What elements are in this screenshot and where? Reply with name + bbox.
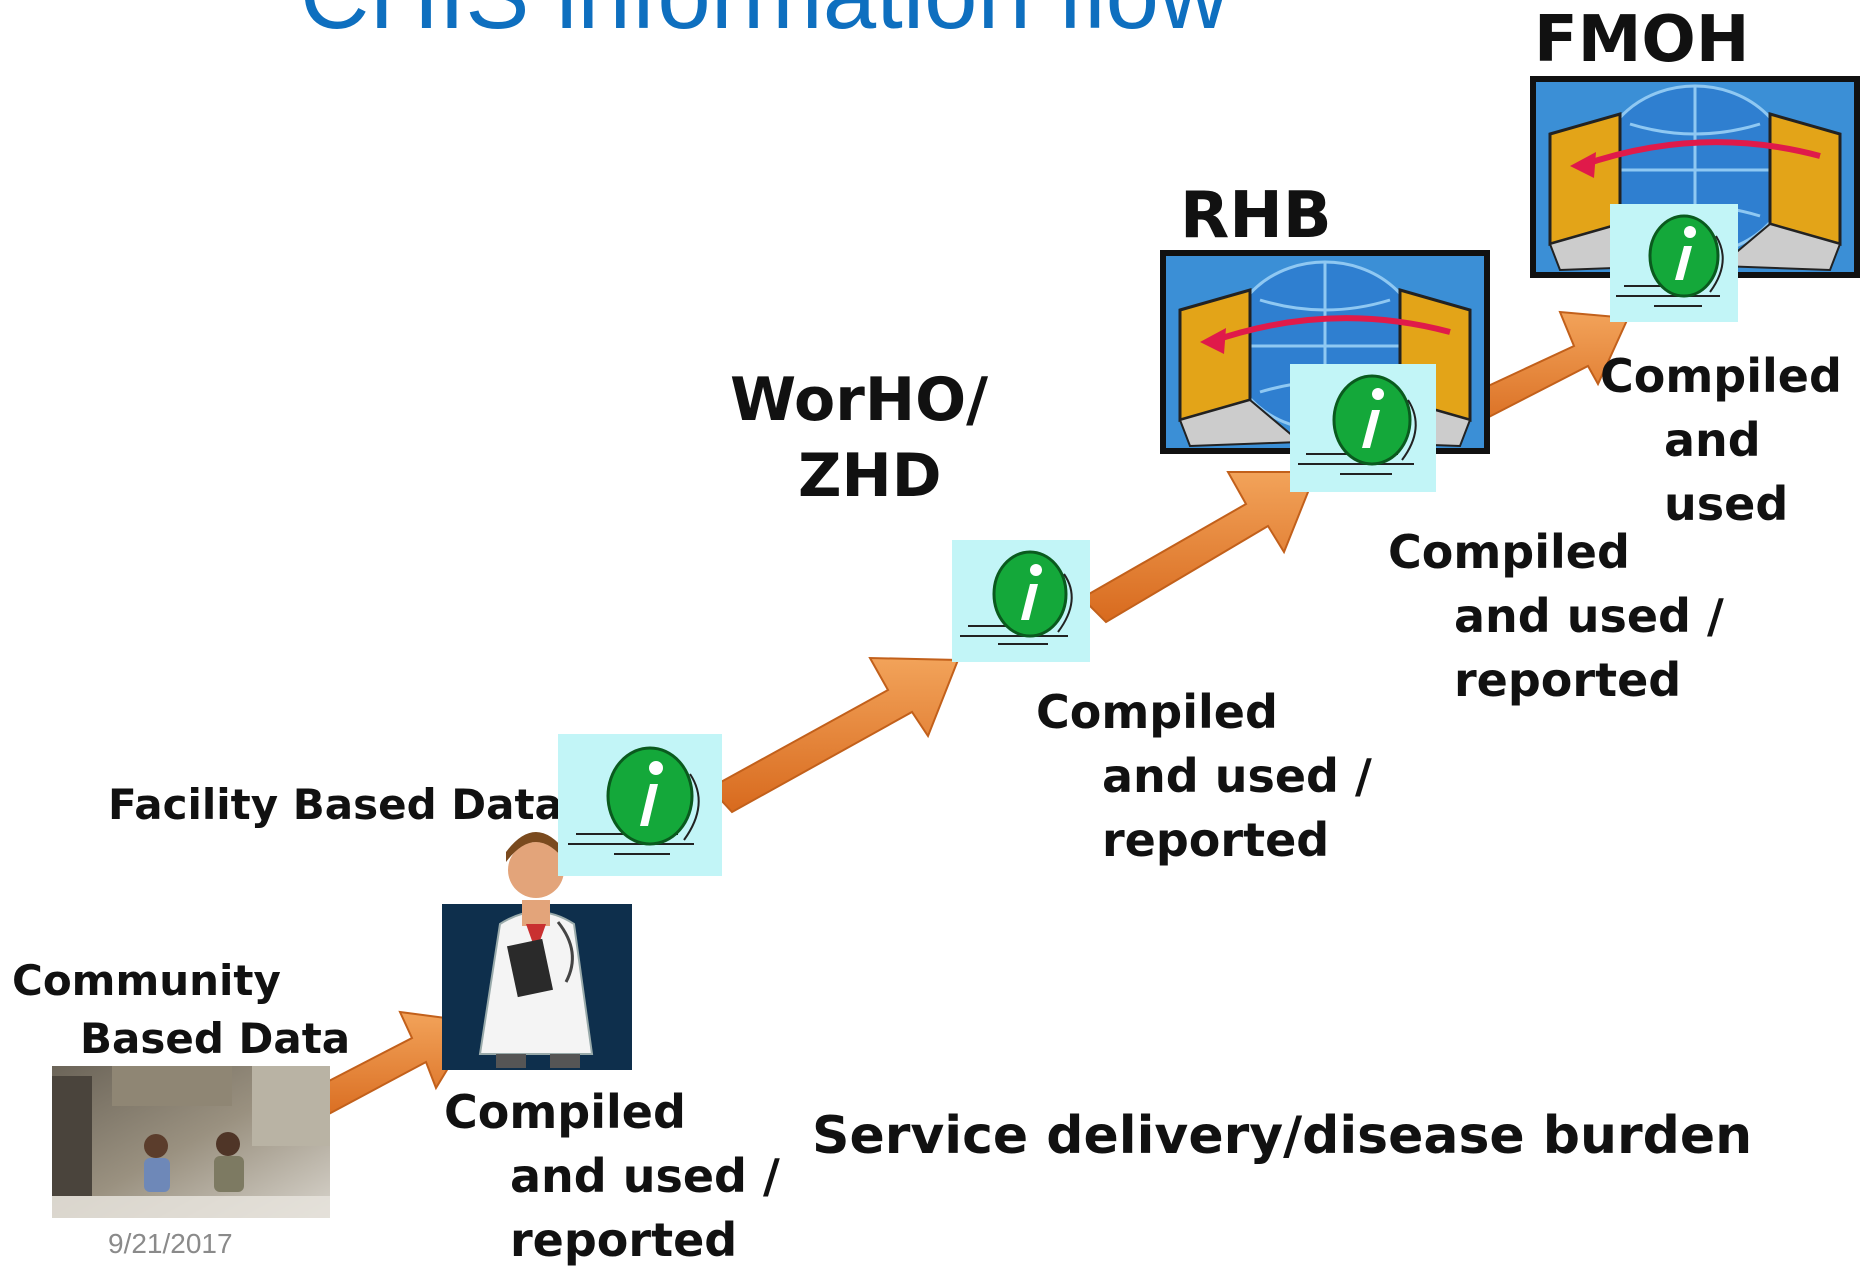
arrow-icon-3 — [1080, 471, 1318, 624]
doctor-icon — [442, 812, 632, 1070]
level-worho: WorHO/ ZHD — [730, 365, 988, 511]
community-label: Community Based Data — [12, 956, 351, 1063]
compiled-label-worho: Compiled and used / reported — [1036, 685, 1372, 867]
info-icon — [952, 540, 1090, 662]
slide-title: CHIS information flow — [300, 0, 1228, 44]
service-delivery-label: Service delivery/disease burden — [812, 1106, 1753, 1166]
level-fmoh: FMOH — [1534, 3, 1750, 77]
facility-label: Facility Based Data — [108, 780, 563, 829]
info-icon — [558, 734, 722, 876]
level-rhb: RHB — [1180, 179, 1332, 253]
info-icon — [1290, 364, 1436, 492]
slide-date: 9/21/2017 — [108, 1228, 233, 1259]
arrow-icon-2 — [708, 656, 960, 814]
compiled-label-fmoh: Compiled and used — [1600, 349, 1842, 531]
compiled-label-rhb: Compiled and used / reported — [1388, 525, 1724, 707]
compiled-label-facility: Compiled and used / reported — [444, 1085, 780, 1267]
info-icon — [1610, 204, 1738, 322]
community-photo — [52, 1066, 330, 1218]
